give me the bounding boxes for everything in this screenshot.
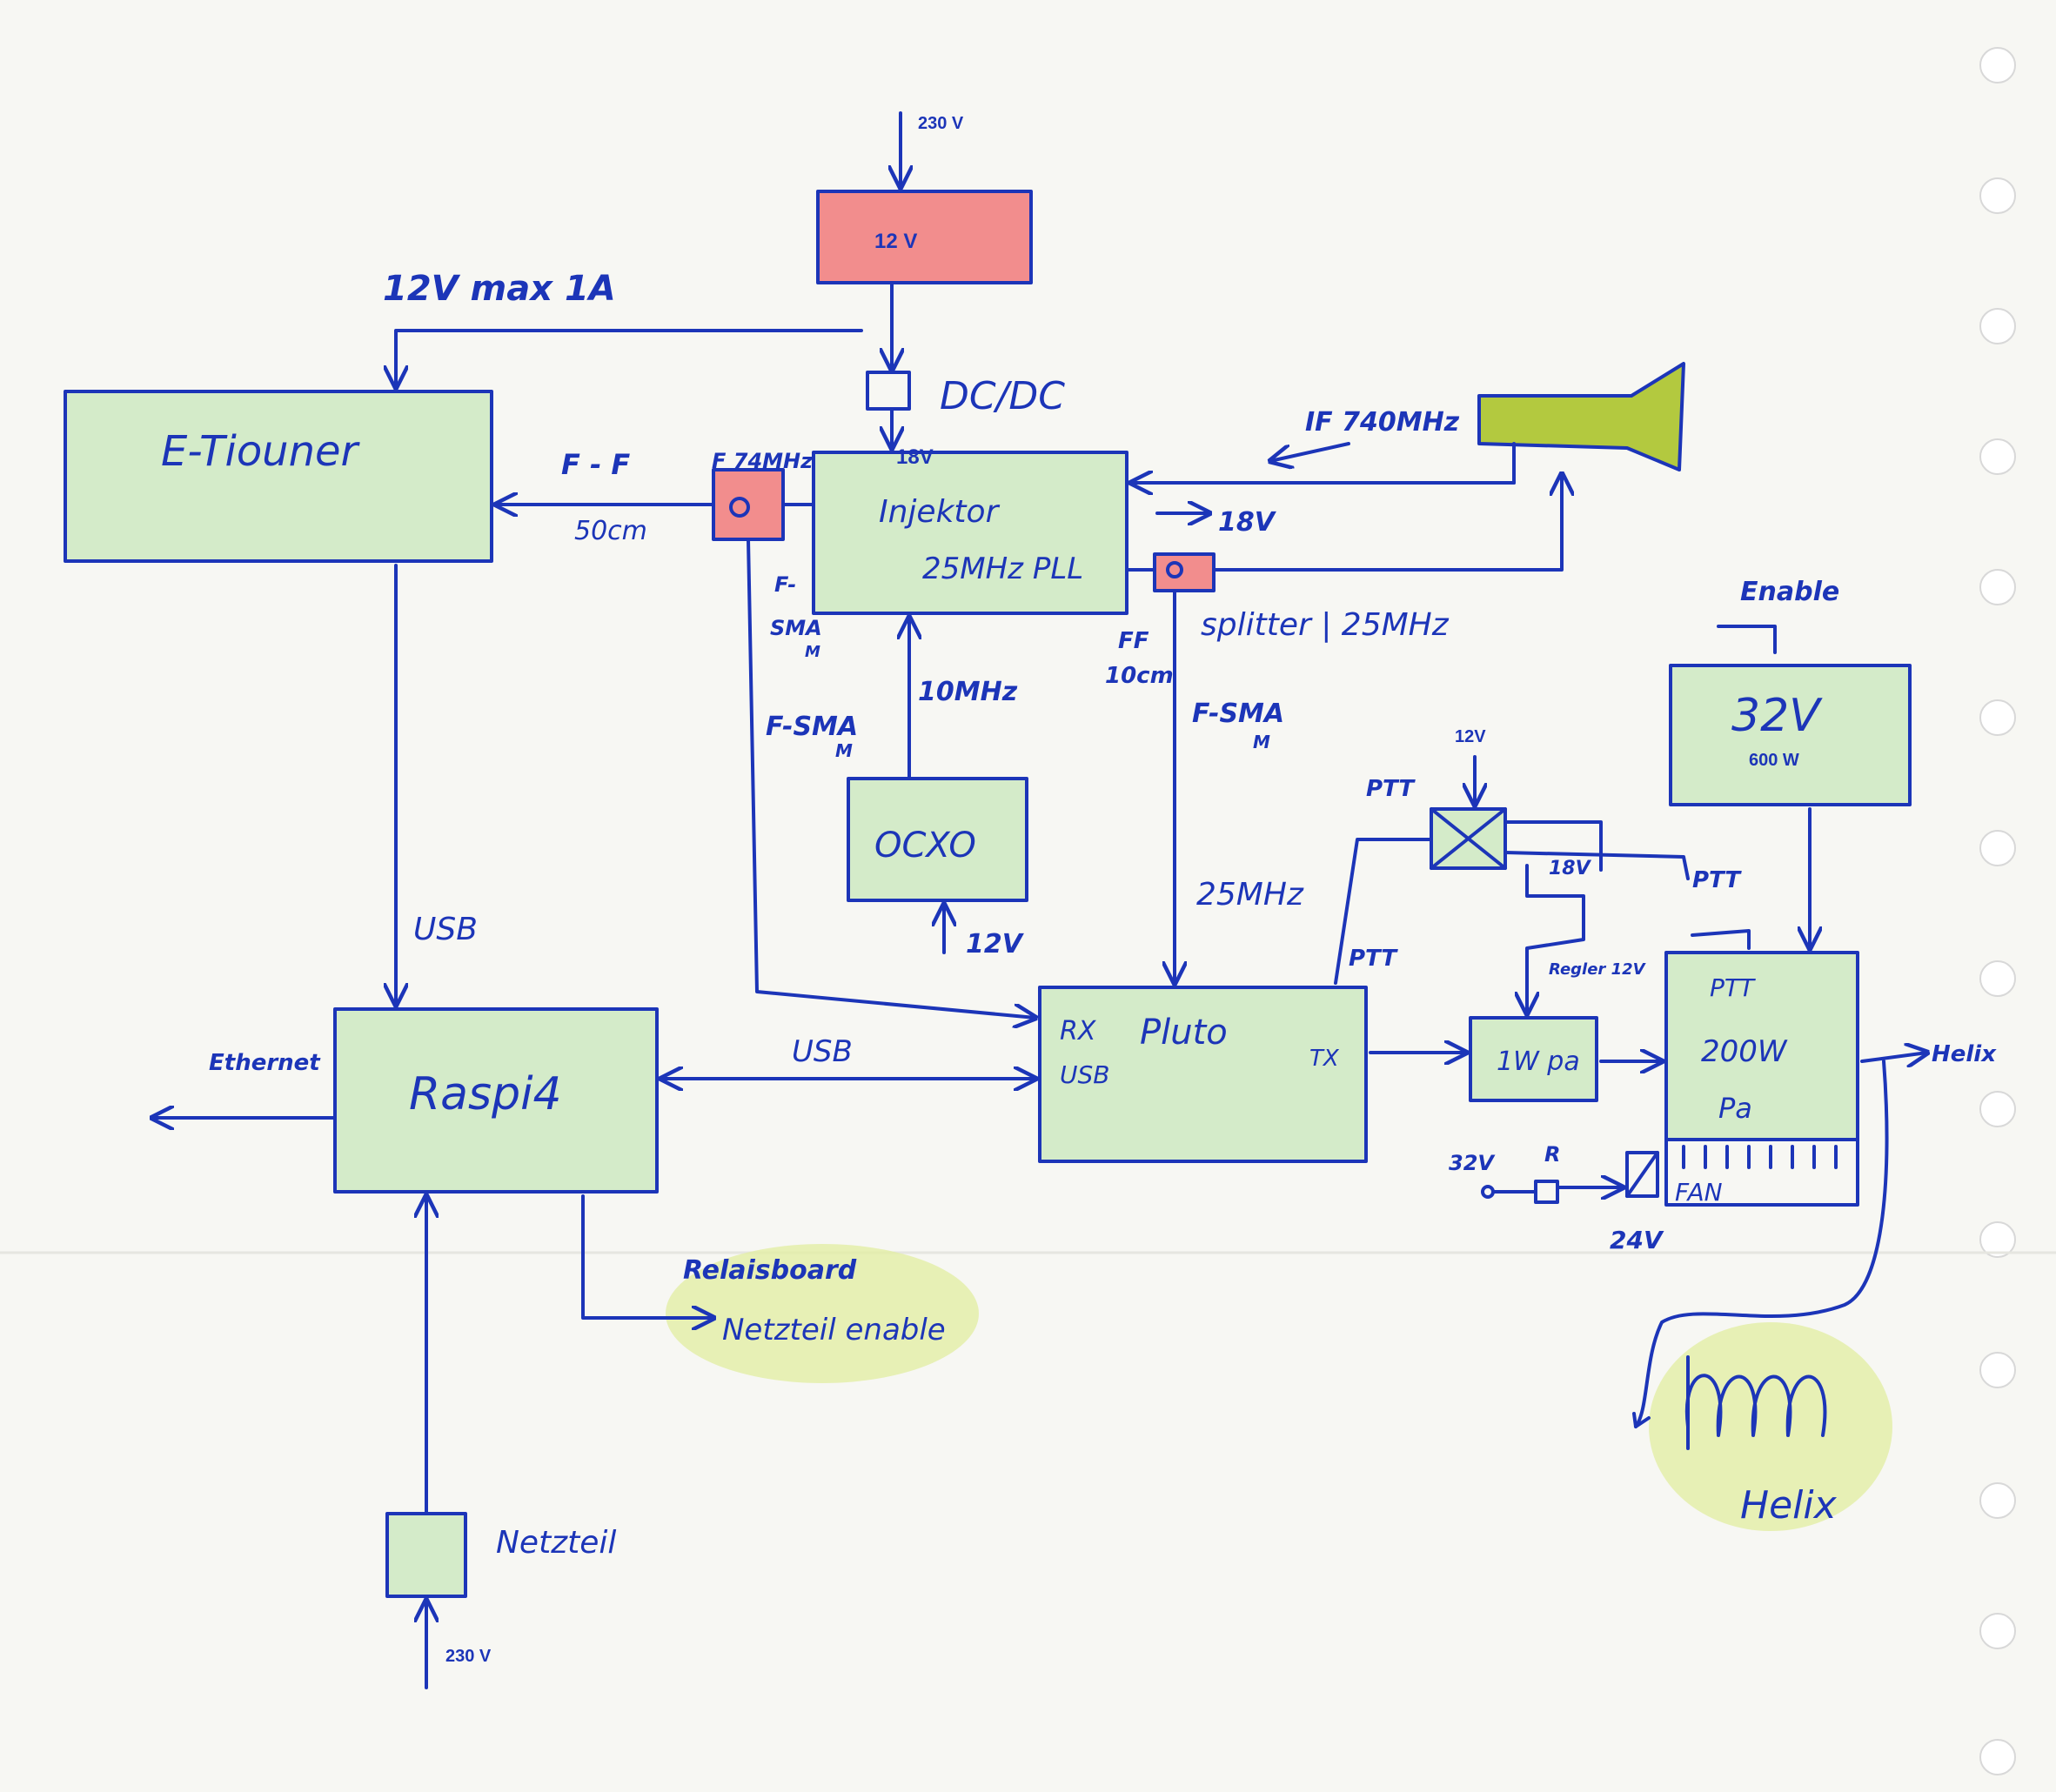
label-fsma-right-2: M — [1253, 732, 1270, 752]
label-pa200w: 200W — [1701, 1034, 1788, 1069]
label-usb-mid: USB — [792, 1034, 853, 1069]
label-regler: Regler 12V — [1549, 960, 1647, 979]
binder-holes — [1979, 47, 2016, 1775]
label-pa-ptt: PTT — [1710, 973, 1756, 1002]
label-pluto: Pluto — [1140, 1013, 1228, 1053]
label-ptt-1: PTT — [1366, 776, 1416, 802]
label-r: R — [1544, 1142, 1560, 1167]
label-pluto-tx: TX — [1309, 1046, 1340, 1072]
label-netzteil: Netzteil — [496, 1525, 616, 1561]
injektor-box — [812, 451, 1128, 615]
label-25mhz: 25MHz — [1196, 877, 1304, 913]
label-splitter: splitter | 25MHz — [1201, 607, 1450, 643]
label-if740: IF 740MHz — [1305, 407, 1460, 438]
pa200w-box — [1664, 951, 1859, 1141]
label-relaisboard: Relaisboard — [683, 1255, 857, 1286]
splitter-connector — [1153, 552, 1216, 592]
fan-switch-box — [1625, 1151, 1659, 1198]
label-mains-top: 230 V — [918, 114, 964, 133]
label-pluto-rx: RX — [1060, 1016, 1097, 1046]
label-injektor: Injektor — [879, 494, 1001, 530]
label-fsma-left-3: M — [805, 643, 820, 661]
label-10mhz: 10MHz — [918, 677, 1018, 707]
label-netzteil-enable: Netzteil enable — [722, 1313, 946, 1347]
label-ocxo: OCXO — [874, 826, 976, 866]
label-helix: Helix — [1740, 1483, 1838, 1528]
label-psu-12v: 12 V — [874, 230, 917, 253]
label-ptt-12v: 12V — [1455, 727, 1486, 746]
label-pluto-usb: USB — [1060, 1060, 1109, 1089]
label-600w: 600 W — [1749, 751, 1799, 770]
ocxo-box — [847, 777, 1028, 902]
label-mains-bottom: 230 V — [445, 1647, 492, 1666]
label-injektor-pll: 25MHz PLL — [922, 552, 1083, 586]
netzteil-box — [385, 1512, 467, 1598]
psu-32v-box — [1669, 664, 1912, 806]
label-psu-32v: 32V — [1731, 690, 1823, 742]
label-18v-top: 18V — [896, 445, 934, 469]
label-fsma-right-1: F-SMA — [1192, 699, 1284, 729]
pluto-box — [1038, 986, 1368, 1163]
label-ff2: FF — [1118, 628, 1149, 654]
label-18v-small: 18V — [1549, 858, 1592, 879]
label-pa-pa: Pa — [1718, 1092, 1752, 1125]
label-usb-left: USB — [413, 912, 478, 947]
label-dcdc: DC/DC — [940, 374, 1065, 418]
label-ff: F - F — [561, 448, 630, 481]
label-fsma-mid-1: F-SMA — [766, 712, 858, 742]
helix-highlight — [1649, 1322, 1892, 1531]
label-f74mhz: F 74MHz — [712, 449, 814, 473]
raspi-box — [333, 1007, 659, 1194]
label-50cm: 50cm — [574, 516, 647, 546]
dcdc-box — [866, 371, 911, 411]
psu-12v-box — [816, 190, 1033, 284]
label-helix-out: Helix — [1932, 1041, 1997, 1067]
label-ptt-2: PTT — [1692, 867, 1742, 893]
label-etuner: E-Tiouner — [161, 427, 361, 476]
fan-box — [1664, 1138, 1859, 1207]
lnb-feed-icon — [1477, 362, 1685, 471]
label-pa1w: 1W pa — [1497, 1046, 1580, 1077]
label-raspi: Raspi4 — [409, 1068, 562, 1120]
relais-highlight — [666, 1244, 979, 1383]
pa1w-box — [1469, 1016, 1598, 1102]
label-fsma-left-1: F- — [774, 572, 796, 597]
label-ethernet: Ethernet — [209, 1050, 321, 1076]
label-32v-small: 32V — [1449, 1151, 1496, 1175]
label-ocxo-12v: 12V — [966, 929, 1025, 960]
fan-fins — [1682, 1145, 1838, 1169]
label-10cm: 10cm — [1105, 663, 1174, 689]
label-18v-right: 18V — [1218, 507, 1277, 538]
label-enable: Enable — [1740, 577, 1839, 607]
helix-antenna-icon — [1684, 1355, 1827, 1450]
etuner-box — [64, 390, 493, 563]
label-ptt-3: PTT — [1349, 946, 1398, 972]
label-fsma-mid-2: M — [835, 740, 853, 761]
label-fan: FAN — [1675, 1178, 1723, 1207]
label-supply-note: 12V max 1A — [383, 269, 616, 309]
label-24v: 24V — [1610, 1226, 1664, 1254]
label-fsma-left-2: SMA — [770, 616, 822, 640]
